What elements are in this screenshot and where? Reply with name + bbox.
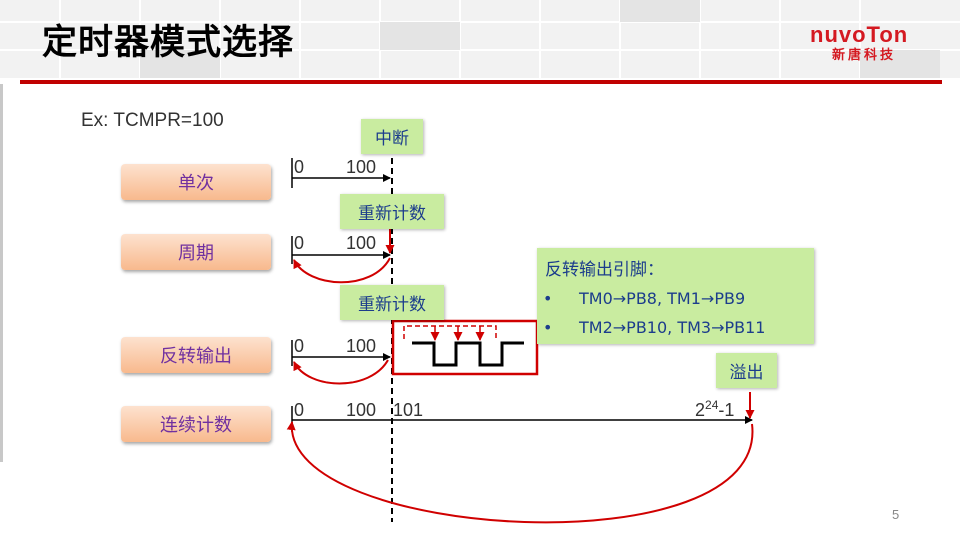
interrupt-tag: 中断 [361,119,423,154]
bullet: • [543,289,553,308]
row2-start-label: 0 [294,233,304,253]
arrow-icon: → [612,318,627,337]
bullet: • [543,318,553,337]
toggle-waveform-box [391,319,539,376]
arrow-icon: → [612,289,627,308]
toggle-square-wave [412,341,524,367]
toggle-dashed-guide [403,325,497,339]
row4-start-label: 0 [294,400,304,420]
row2-loop-arrow [293,257,391,284]
left-accent-bar [0,84,3,462]
row4-compare-label: 100 [346,400,376,420]
mode-continuous-count: 连续计数 [121,406,271,442]
example-label: Ex: TCMPR=100 [81,110,224,131]
row4-loop-arrow [286,421,754,524]
recount-tag-periodic: 重新计数 [340,194,444,229]
callout-item-2: • TM2→PB10, TM3→PB11 [543,318,766,337]
row1-start-label: 0 [294,157,304,177]
logo-chinese: 新唐科技 [832,48,897,63]
row3-compare-label: 100 [346,336,376,356]
mode-toggle-output: 反转输出 [121,337,271,373]
slide-title: 定时器模式选择 [42,23,295,63]
callout-title: 反转输出引脚： [545,260,664,280]
mode-one-shot: 单次 [121,164,271,200]
arrow-icon: → [700,289,715,308]
header-divider [20,80,942,84]
row1-compare-label: 100 [346,157,376,177]
callout-item-1: • TM0→PB8, TM1→PB9 [543,289,746,308]
row3-start-label: 0 [294,336,304,356]
recount-tag-toggle: 重新计数 [340,285,444,320]
toggle-pin-callout: 反转输出引脚： • TM0→PB8, TM1→PB9 • TM2→PB10, T… [537,248,814,344]
row4-max-label: 224-1 [695,398,734,420]
page-number: 5 [892,507,900,522]
nuvoton-logo: nuvoTon 新唐科技 [810,22,930,63]
row2-compare-label: 100 [346,233,376,253]
arrow-icon: → [711,318,725,337]
overflow-tag: 溢出 [716,353,777,388]
mode-periodic: 周期 [121,234,271,270]
row4-next-label: 101 [393,400,423,420]
row3-loop-arrow [293,359,389,385]
logo-wordmark: nuvoTon [810,22,909,47]
